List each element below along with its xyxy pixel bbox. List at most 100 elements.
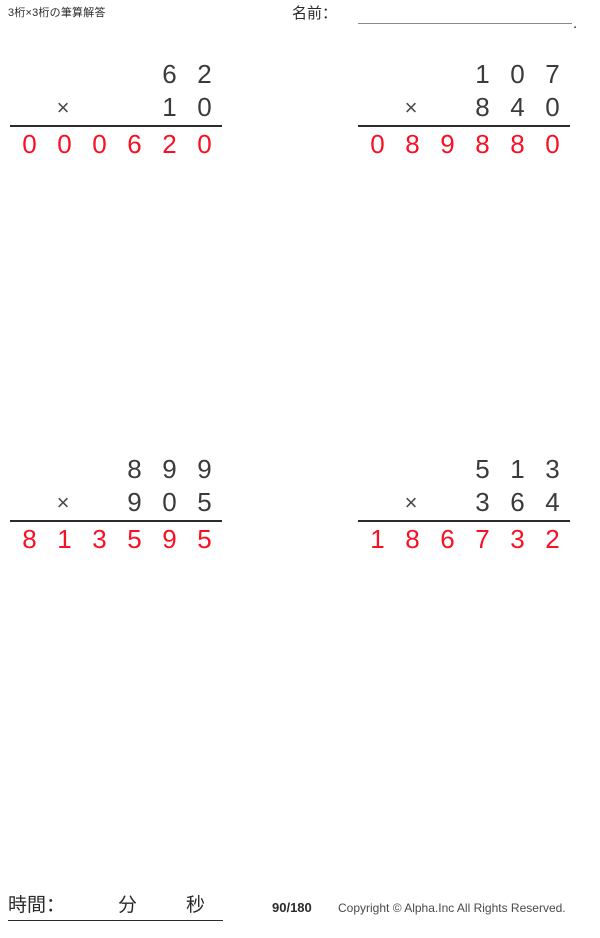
digit-pad: 0 xyxy=(12,486,47,519)
digit-pad: 0 xyxy=(82,486,117,519)
operand1-digit: 6 xyxy=(162,59,177,89)
problem-2-operand2-row: 000840 xyxy=(358,91,570,124)
digit-pad: 0 xyxy=(82,453,117,486)
answer-digit: 3 xyxy=(92,523,107,554)
operand1-digit: 3 xyxy=(545,454,560,484)
operand2-digit: 0 xyxy=(545,92,560,122)
problem-3-operand2-row: 000905 xyxy=(10,486,222,519)
answer-digit: 0 xyxy=(545,128,560,159)
answer-digit: 8 xyxy=(405,128,420,159)
name-end-dot: . xyxy=(573,15,578,32)
answer-digit: 2 xyxy=(545,523,560,554)
digit-pad: 0 xyxy=(430,453,465,486)
answer-digit: 5 xyxy=(197,523,212,554)
digit-pad: 0 xyxy=(117,91,152,124)
problem-2-divider xyxy=(358,125,570,127)
time-label: 時間： xyxy=(8,895,66,916)
operand1-digit: 8 xyxy=(127,454,142,484)
answer-digit: 0 xyxy=(197,128,212,159)
answer-digit: 1 xyxy=(370,523,385,554)
operand1-digit: 1 xyxy=(510,454,525,484)
digit-pad: 0 xyxy=(82,91,117,124)
digit-pad: 0 xyxy=(22,128,37,159)
answer-digit: 9 xyxy=(162,523,177,554)
problem-4-divider xyxy=(358,520,570,522)
operand2-digit: 9 xyxy=(127,487,142,517)
digit-pad: 0 xyxy=(12,91,47,124)
digit-pad: 0 xyxy=(47,453,82,486)
page-title: 3桁×3桁の筆算解答 xyxy=(8,7,106,19)
operand2-digit: 4 xyxy=(510,92,525,122)
answer-digit: 8 xyxy=(405,523,420,554)
digit-pad: 0 xyxy=(430,486,465,519)
operand2-digit: 4 xyxy=(545,487,560,517)
answer-digit: 8 xyxy=(510,128,525,159)
multiplication-sign: × xyxy=(404,95,418,120)
multiplication-sign: × xyxy=(404,490,418,515)
digit-pad: 0 xyxy=(12,58,47,91)
answer-digit: 2 xyxy=(162,128,177,159)
operand1-digit: 2 xyxy=(197,59,212,89)
operand2-digit: 0 xyxy=(197,92,212,122)
name-field-block: 名前： . xyxy=(292,4,592,32)
operand1-digit: 1 xyxy=(475,59,490,89)
name-input-line[interactable] xyxy=(358,23,572,24)
problem-1-divider xyxy=(10,125,222,127)
multiplication-sign: × xyxy=(56,490,70,515)
time-input-line[interactable] xyxy=(8,920,223,922)
problem-1-operand2-row: 000010 xyxy=(10,91,222,124)
time-minutes-unit: 分 xyxy=(118,895,138,916)
operand1-digit: 9 xyxy=(162,454,177,484)
problem-4-operand2-row: 000364 xyxy=(358,486,570,519)
operand1-digit: 9 xyxy=(197,454,212,484)
digit-pad: 0 xyxy=(47,58,82,91)
name-label: 名前： xyxy=(292,5,338,22)
operand1-digit: 7 xyxy=(545,59,560,89)
multiplication-sign: × xyxy=(56,95,70,120)
digit-pad: 0 xyxy=(395,58,430,91)
answer-digit: 5 xyxy=(127,523,142,554)
problem-2-operand1-row: 000107 xyxy=(358,58,570,91)
problem-4-operand1-row: 000513 xyxy=(358,453,570,486)
digit-pad: 0 xyxy=(82,58,117,91)
answer-digit: 8 xyxy=(475,128,490,159)
answer-digit: 1 xyxy=(57,523,72,554)
digit-pad: 0 xyxy=(395,453,430,486)
page-number: 90/180 xyxy=(272,900,312,915)
operand2-digit: 8 xyxy=(475,92,490,122)
answer-digit: 6 xyxy=(440,523,455,554)
operand2-digit: 6 xyxy=(510,487,525,517)
digit-pad: 0 xyxy=(360,58,395,91)
digit-pad: 0 xyxy=(360,486,395,519)
digit-pad: 0 xyxy=(92,128,107,159)
time-field-block: 時間： 分 秒 xyxy=(8,893,223,923)
operand2-digit: 3 xyxy=(475,487,490,517)
answer-digit: 3 xyxy=(510,523,525,554)
answer-digit: 6 xyxy=(127,128,142,159)
operand2-digit: 1 xyxy=(162,92,177,122)
operand2-digit: 5 xyxy=(197,487,212,517)
answer-digit: 7 xyxy=(475,523,490,554)
operand2-digit: 0 xyxy=(162,487,177,517)
problem-3-operand1-row: 000899 xyxy=(10,453,222,486)
digit-pad: 0 xyxy=(370,128,385,159)
page-footer: 時間： 分 秒 90/180 Copyright © Alpha.Inc All… xyxy=(0,890,600,938)
time-seconds-unit: 秒 xyxy=(186,895,206,916)
operand1-digit: 5 xyxy=(475,454,490,484)
